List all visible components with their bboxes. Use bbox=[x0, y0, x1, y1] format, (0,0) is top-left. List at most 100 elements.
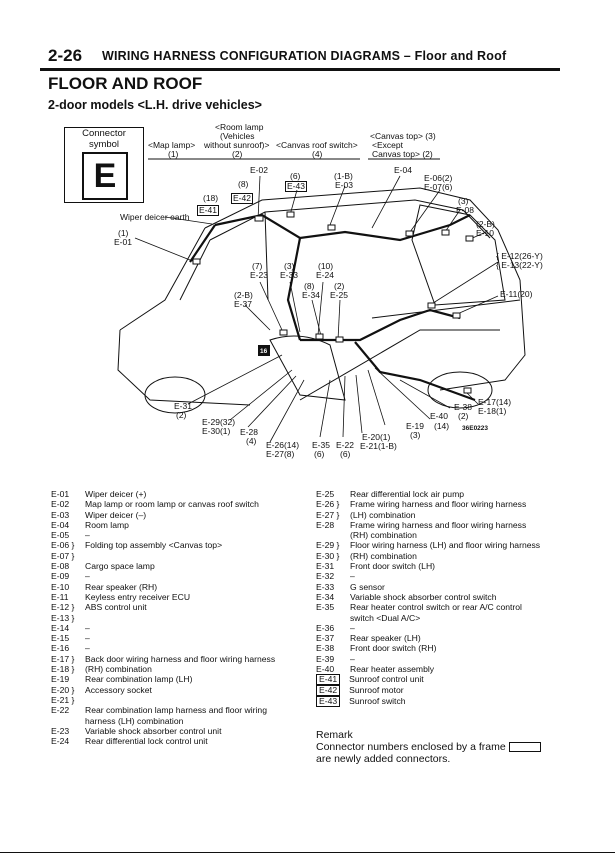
connector-label: (2-B) bbox=[234, 290, 253, 300]
connector-label: E-21(1-B) bbox=[360, 441, 397, 451]
connector-label: 16 bbox=[260, 348, 268, 355]
legend-description: (LH) combination bbox=[350, 509, 416, 520]
legend-description: Frame wiring harness and floor wiring ha… bbox=[350, 499, 527, 510]
connector-label: E-07(6) bbox=[424, 182, 453, 192]
connector-label: (6) bbox=[340, 449, 351, 459]
frame-sample-box bbox=[508, 742, 541, 753]
legend-code: E-01 bbox=[51, 489, 70, 499]
page-number: 2-26 bbox=[48, 46, 83, 65]
connector-label: E-18(1) bbox=[478, 406, 507, 416]
connector-label: E-31 bbox=[174, 401, 192, 411]
legend-row: E-32 – bbox=[316, 571, 562, 581]
connector-label: E-30(1) bbox=[202, 426, 231, 436]
legend-row: E-07 } bbox=[51, 551, 306, 561]
canvas-top-callout: <Canvas top> (3) bbox=[370, 131, 436, 141]
legend-code: E-38 bbox=[316, 643, 335, 654]
legend-code: E-02 bbox=[51, 499, 70, 510]
legend-description: Back door wiring harness and floor wirin… bbox=[85, 653, 276, 664]
legend-description: – bbox=[85, 622, 90, 633]
legend-row: E-36– bbox=[316, 623, 562, 633]
connector-label: (2) bbox=[176, 410, 187, 420]
except-callout: <Except bbox=[372, 140, 403, 150]
legend-code: E-17 } bbox=[51, 653, 75, 664]
a-pillar bbox=[179, 239, 211, 301]
connector-label: (10) bbox=[318, 261, 334, 271]
legend-code: E-41 bbox=[316, 674, 341, 686]
connector-label: E-27(8) bbox=[266, 449, 295, 459]
legend-description: – bbox=[350, 653, 355, 664]
roof-outline bbox=[204, 187, 521, 281]
legend-code: E-06 } bbox=[51, 540, 75, 551]
legend-code: E-12 } bbox=[51, 602, 75, 613]
legend-row: harness (LH) combination bbox=[51, 716, 306, 726]
connector-letter: E bbox=[82, 152, 128, 200]
floor-line bbox=[299, 329, 500, 401]
connector-label: (6) bbox=[290, 171, 301, 181]
connector-label: E-25 bbox=[330, 290, 348, 300]
connector-label: (2) bbox=[458, 411, 469, 421]
legend-code: E-28 bbox=[316, 519, 335, 530]
legend-description: Wiper deicer (+) bbox=[85, 489, 147, 499]
connector-label: (3) bbox=[284, 261, 295, 271]
legend-description: Rear combination lamp (LH) bbox=[85, 674, 193, 685]
center-console bbox=[269, 335, 346, 401]
legend-row: E-16– bbox=[51, 643, 306, 653]
connector-label: E-02 bbox=[250, 165, 268, 175]
drawing-code: 36E0223 bbox=[462, 425, 489, 432]
legend-description: (RH) combination bbox=[350, 530, 417, 541]
connector-label-new: E-42 bbox=[231, 193, 253, 204]
legend-description: – bbox=[350, 571, 355, 582]
legend-description: Folding top assembly <Canvas top> bbox=[85, 540, 223, 551]
remark: Remark Connector numbers enclosed by a f… bbox=[316, 729, 561, 765]
connector-label: E-22 bbox=[336, 440, 354, 450]
legend-code: E-39 bbox=[316, 653, 335, 664]
legend-description: (RH) combination bbox=[350, 550, 417, 561]
connector-label: { E-13(22-Y) bbox=[496, 260, 543, 270]
legend-code: E-07 } bbox=[51, 550, 75, 561]
legend-row: E-17 } Back door wiring harness and floor… bbox=[51, 654, 306, 664]
legend-row: E-01 Wiper deicer (+) bbox=[51, 489, 306, 499]
floor-harness bbox=[300, 308, 461, 342]
legend-code: E-31 bbox=[316, 561, 335, 572]
legend-code: E-05 bbox=[51, 530, 70, 541]
without-sunroof-callout: without sunroof)> bbox=[204, 140, 270, 150]
legend-row: E-12 }ABS control unit bbox=[51, 602, 306, 612]
vehicle-wiring-diagram bbox=[117, 158, 526, 443]
legend-code: E-24 bbox=[51, 736, 70, 747]
legend-description: Frame wiring harness and floor wiring ha… bbox=[350, 519, 527, 530]
legend-row: E-26 }Frame wiring harness and floor wir… bbox=[316, 499, 562, 509]
vehicles-callout: (Vehicles bbox=[220, 131, 255, 141]
legend-row: E-29 }Floor wiring harness (LH) and floo… bbox=[316, 540, 562, 550]
legend-description: – bbox=[85, 633, 90, 644]
legend-description: Rear differential lock control unit bbox=[85, 736, 208, 747]
connector-symbol-box: Connector symbol E bbox=[64, 127, 144, 203]
legend-code: E-32 bbox=[316, 571, 335, 582]
legend-description: Rear speaker (LH) bbox=[350, 633, 421, 644]
connector-label: (4) bbox=[246, 436, 257, 446]
connector-label: (7) bbox=[252, 261, 263, 271]
legend-code: E-33 bbox=[316, 581, 335, 592]
legend-code bbox=[51, 716, 85, 726]
connector-label: E-10 bbox=[476, 228, 494, 238]
header-title: WIRING HARNESS CONFIGURATION DIAGRAMS – … bbox=[102, 49, 507, 63]
legend-code: E-43 bbox=[316, 696, 341, 708]
legend-description: G sensor bbox=[350, 581, 385, 592]
connector-label: E-40 bbox=[430, 411, 448, 421]
connector-label-new: E-41 bbox=[197, 205, 219, 216]
remark-line2: are newly added connectors. bbox=[316, 753, 451, 765]
connector-label: E-37 bbox=[234, 299, 252, 309]
legend-description: Sunroof motor bbox=[349, 685, 404, 696]
canvas-top-except-callout: Canvas top> (2) bbox=[372, 149, 433, 159]
front-body bbox=[117, 329, 251, 406]
